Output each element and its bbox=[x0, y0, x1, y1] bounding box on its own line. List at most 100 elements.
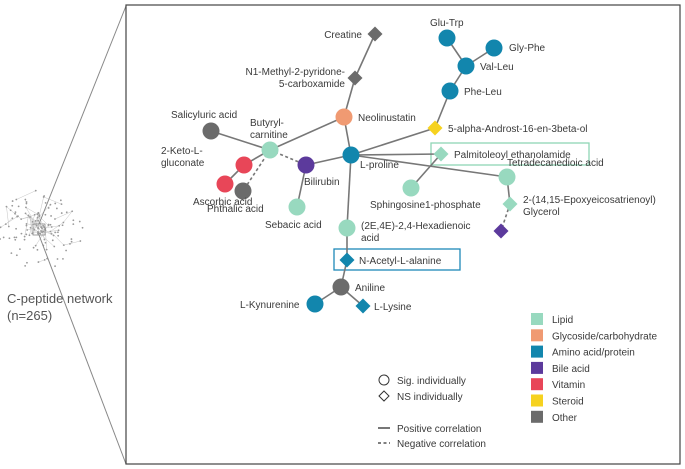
label-tetra: Tetradecanedioic acid bbox=[507, 158, 604, 169]
legend-category-label: Amino acid/protein bbox=[552, 348, 635, 359]
overview-node bbox=[8, 237, 11, 240]
node-bilesm[interactable] bbox=[493, 223, 509, 239]
node-pheleu[interactable] bbox=[441, 82, 459, 100]
label-valleu: Val-Leu bbox=[480, 62, 514, 73]
node-glutrp[interactable] bbox=[438, 29, 456, 47]
overview-node bbox=[37, 227, 40, 230]
label-creatine: Creatine bbox=[324, 30, 362, 41]
overview-node bbox=[37, 231, 40, 234]
overview-edge bbox=[0, 215, 19, 228]
network-labels: CreatineN1-Methyl-2-pyridone-5-carboxami… bbox=[161, 18, 656, 313]
node-androst[interactable] bbox=[427, 120, 443, 136]
overview-node bbox=[14, 238, 17, 241]
overview-node bbox=[29, 226, 32, 229]
label-lpro: L-proline bbox=[360, 160, 399, 171]
legend-shape-label: NS individually bbox=[397, 392, 463, 403]
overview-edge bbox=[63, 211, 73, 223]
node-lkyn[interactable] bbox=[306, 295, 324, 313]
overview-node bbox=[37, 219, 40, 222]
overview-edge bbox=[39, 196, 44, 216]
overview-node bbox=[47, 207, 50, 209]
label-llys: L-Lysine bbox=[374, 302, 412, 313]
overview-node bbox=[24, 264, 27, 267]
node-nacet[interactable] bbox=[339, 252, 355, 268]
node-glyphe[interactable] bbox=[485, 39, 503, 57]
overview-edge bbox=[21, 216, 31, 220]
overview-node bbox=[15, 198, 18, 201]
legend-line-label: Negative correlation bbox=[397, 439, 486, 450]
node-hexa[interactable] bbox=[338, 219, 356, 237]
overview-edge bbox=[50, 222, 64, 232]
overview-node bbox=[61, 224, 64, 227]
node-salic[interactable] bbox=[202, 122, 220, 140]
overview-edge bbox=[25, 207, 38, 215]
node-tetra[interactable] bbox=[498, 168, 516, 186]
overview-node bbox=[54, 265, 56, 268]
overview-edge bbox=[6, 206, 22, 220]
node-phthal[interactable] bbox=[234, 182, 252, 200]
edge-lpro-palm bbox=[350, 153, 442, 156]
zoom-connector-top bbox=[38, 5, 127, 225]
overview-node bbox=[60, 212, 63, 214]
overview-node bbox=[14, 211, 17, 214]
edge-lpro-hexa bbox=[346, 154, 352, 229]
node-valleu[interactable] bbox=[457, 57, 475, 75]
overview-node bbox=[45, 248, 48, 251]
legend-shape-label: Sig. individually bbox=[397, 376, 466, 387]
legend-category-label: Steroid bbox=[552, 397, 584, 408]
overview-node bbox=[7, 225, 10, 228]
overview-node bbox=[15, 236, 18, 239]
overview-node bbox=[42, 224, 45, 227]
node-n1m[interactable] bbox=[347, 70, 363, 86]
overview-node bbox=[50, 226, 53, 228]
edge-creatine-n1m bbox=[354, 33, 376, 79]
node-ascorb[interactable] bbox=[216, 175, 234, 193]
overview-node bbox=[59, 199, 62, 202]
overview-node bbox=[4, 223, 7, 226]
node-butyr[interactable] bbox=[261, 141, 279, 159]
node-sebac[interactable] bbox=[288, 198, 306, 216]
overview-node bbox=[57, 231, 59, 234]
overview-node bbox=[9, 209, 12, 212]
node-anil[interactable] bbox=[332, 278, 350, 296]
legend-category-label: Vitamin bbox=[552, 380, 585, 391]
node-sphing[interactable] bbox=[402, 179, 420, 197]
overview-node bbox=[20, 218, 23, 220]
overview-node bbox=[53, 245, 56, 248]
overview-node bbox=[49, 223, 52, 226]
legend-category-label: Other bbox=[552, 413, 578, 424]
overview-node bbox=[35, 224, 38, 227]
node-bilir[interactable] bbox=[297, 156, 315, 174]
node-palm[interactable] bbox=[433, 146, 449, 162]
highlight-box-n-acetyl-l-alanine bbox=[333, 248, 461, 271]
overview-node bbox=[2, 236, 5, 239]
overview-node bbox=[5, 205, 8, 208]
node-lpro[interactable] bbox=[342, 146, 360, 164]
overview-node bbox=[51, 239, 54, 242]
overview-node bbox=[62, 257, 64, 260]
overview-node bbox=[0, 226, 2, 229]
node-creatine[interactable] bbox=[367, 26, 383, 42]
overview-node bbox=[62, 244, 65, 247]
node-neolin[interactable] bbox=[335, 108, 353, 126]
label-hexa-line2: acid bbox=[361, 233, 379, 244]
overview-node bbox=[54, 231, 57, 234]
overview-node bbox=[36, 216, 39, 219]
overview-node bbox=[15, 254, 18, 257]
legend-category-label: Lipid bbox=[552, 315, 573, 326]
legend-circle-icon bbox=[378, 374, 390, 386]
overview-node bbox=[0, 238, 1, 240]
node-keto[interactable] bbox=[235, 156, 253, 174]
overview-node bbox=[78, 220, 81, 223]
overview-node bbox=[25, 201, 28, 203]
overview-node bbox=[31, 232, 34, 235]
edge-butyr-neolin bbox=[269, 116, 345, 151]
label-ascorb: Ascorbic acid bbox=[193, 197, 252, 208]
overview-node bbox=[44, 202, 47, 204]
node-epoxy[interactable] bbox=[502, 196, 518, 212]
legend-swatch-amino bbox=[531, 345, 543, 358]
label-epoxy: 2-(14,15-Epoxyeicosatrienoyl) bbox=[523, 195, 656, 206]
legend-swatch-steroid bbox=[531, 394, 543, 407]
node-llys[interactable] bbox=[355, 298, 371, 314]
